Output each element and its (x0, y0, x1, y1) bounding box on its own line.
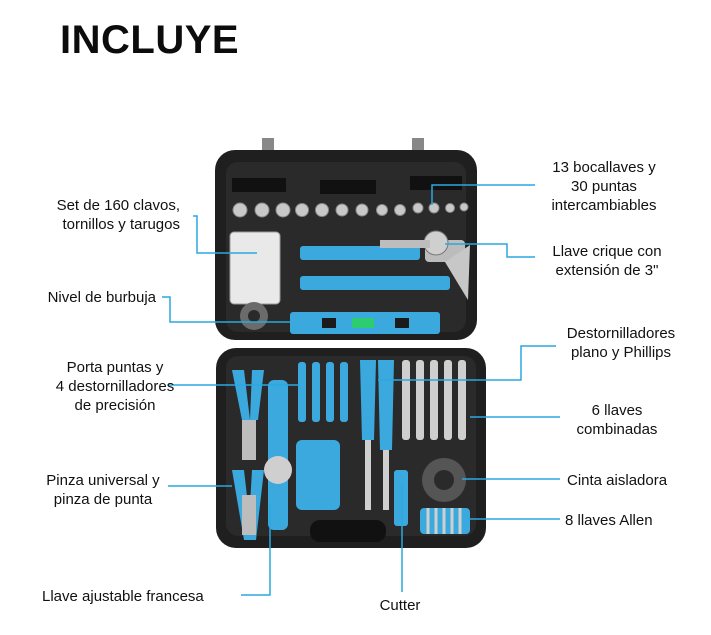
label-porta-puntas: Porta puntas y 4 destornilladores de pre… (55, 359, 175, 414)
label-destornilladores: Destornilladores plano y Phillips (566, 325, 676, 361)
page-title: INCLUYE (60, 18, 240, 62)
label-pinza: Pinza universal y pinza de punta (46, 472, 160, 508)
label-llaves-combinadas: 6 llaves combinadas (576, 402, 658, 438)
toolbox-lid (215, 138, 477, 340)
leader-clavos (193, 215, 257, 254)
label-crique: Llave crique con extensión de 3" (552, 243, 662, 279)
label-bocallaves: 13 bocallaves y 30 puntas intercambiable… (551, 159, 657, 214)
leader-bocallaves (431, 184, 535, 205)
label-cinta: Cinta aisladora (567, 472, 668, 489)
toolbox-base (216, 348, 486, 548)
label-llave-francesa: Llave ajustable francesa (42, 588, 204, 605)
label-cutter: Cutter (379, 597, 421, 614)
leader-burbuja (162, 296, 290, 323)
leader-crique (445, 243, 535, 258)
leader-llave-francesa (241, 505, 271, 596)
label-nivel-burbuja: Nivel de burbuja (47, 289, 156, 306)
label-allen: 8 llaves Allen (565, 512, 653, 529)
label-clavos: Set de 160 clavos, tornillos y tarugos (56, 197, 180, 233)
leader-destornilladores (378, 345, 556, 381)
